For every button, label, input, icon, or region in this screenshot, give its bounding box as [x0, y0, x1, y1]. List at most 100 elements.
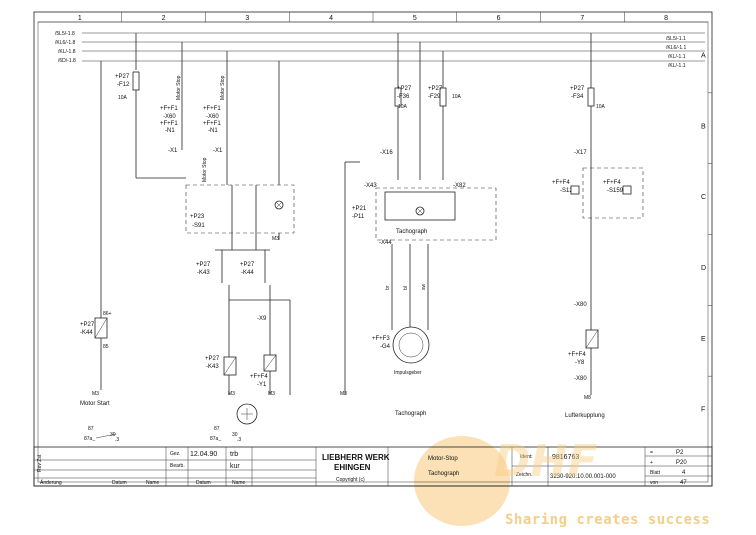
right-value-1: P20 — [676, 460, 687, 466]
valve-y8-tag: -Y8 — [575, 360, 585, 366]
caption-motor-start: Motor Start — [80, 401, 110, 407]
label-name-2: Name — [232, 480, 246, 486]
valve-y1-loc: +F+F4 — [250, 374, 268, 380]
ident-label: Ident: — [520, 454, 533, 460]
svg-text:Rev Zst: Rev Zst — [37, 454, 43, 472]
fuse-f29-rating: 10A — [452, 94, 462, 100]
svg-text:30: 30 — [110, 432, 116, 438]
company-city: EHINGEN — [334, 463, 371, 472]
column-number: 6 — [497, 15, 501, 22]
fuse-f29-tag: -F29 — [428, 94, 441, 100]
svg-text:M3: M3 — [340, 391, 347, 397]
rail-label-right: /5L5/-1.1 — [666, 36, 686, 42]
stop2-loc2: +F+F1 — [203, 121, 221, 127]
sensor-loc: +F+F3 — [372, 336, 390, 342]
row-letter: D — [701, 265, 706, 272]
fuse-f36-rating: 10A — [398, 104, 408, 110]
fuse-f12: +P27 -F12 10A — [115, 33, 186, 179]
switch-tag: -S91 — [192, 223, 205, 229]
column-number: 4 — [329, 15, 333, 22]
title-block: Gez. Bearb. 12.04.90 trb kur Änderung Da… — [33, 446, 713, 487]
right-label-1: + — [650, 460, 653, 466]
tacho-loc: +P21 — [352, 206, 367, 212]
right-label-2: Blatt — [650, 470, 661, 476]
switch-loc: +P23 — [190, 214, 205, 220]
terminal-x9: -X9 — [257, 316, 267, 322]
row-letter: C — [701, 194, 706, 201]
motor-stop-contact-1: +F+F1 -X60 +F+F1 -N1 -X1 Motor Stop — [160, 42, 183, 154]
row-letter: F — [701, 407, 705, 414]
rail-label-left: /6D/-1.8 — [58, 58, 76, 64]
fuse-f34-rating: 10A — [596, 104, 606, 110]
sw159-tag: -S159 — [607, 188, 624, 194]
svg-text:M3: M3 — [228, 391, 235, 397]
fuse-f36-loc: +P27 — [397, 86, 412, 92]
stop2-terminal: -X1 — [213, 148, 223, 154]
right-value-3: 47 — [680, 480, 687, 486]
switch-label: Motor Stop — [202, 157, 208, 182]
company-name: LIEBHERR WERK — [322, 453, 390, 462]
terminal-x17: -X17 — [574, 150, 587, 156]
label-name: Name — [146, 480, 160, 486]
stop1-terminal: -X1 — [168, 148, 178, 154]
date-value: 12.04.90 — [190, 451, 217, 458]
sw125-tag: -S125 — [560, 188, 577, 194]
fuse-f12-tag: -F12 — [117, 82, 130, 88]
rail-label-right: /KL/-1.1 — [668, 54, 686, 60]
wire-bl: bl — [403, 286, 409, 290]
drawing-number: 3230-920.10.00.001-000 — [550, 474, 616, 480]
right-label-0: = — [650, 450, 653, 456]
checked-by: kur — [230, 463, 240, 470]
sw125-loc: +F+F4 — [552, 180, 570, 186]
svg-text:87a_: 87a_ — [210, 436, 221, 442]
stop1-loc: +F+F1 — [160, 106, 178, 112]
valve-y8-loc: +F+F4 — [568, 352, 586, 358]
stop2-tag1: -X60 — [206, 114, 219, 120]
svg-text:86+: 86+ — [103, 311, 112, 317]
row-letter: A — [701, 52, 706, 59]
svg-text:M3: M3 — [272, 236, 279, 242]
terminal-x80a: -X80 — [574, 302, 587, 308]
coil-k43-loc: +P27 — [205, 356, 220, 362]
motor-start-branch: +P27 -K44 86+ 85 M3 Motor Start 87 87a_ … — [80, 61, 119, 443]
valve-y1-tag: -Y1 — [257, 382, 267, 388]
caption-tachograph: Tachograph — [395, 411, 426, 417]
right-value-2: 4 — [682, 470, 686, 476]
switch-s91: +P23 -S91 Motor Stop M3 — [185, 61, 295, 251]
stop1-loc2: +F+F1 — [160, 121, 178, 127]
wire-br: br — [385, 285, 391, 290]
label-datum: Datum — [112, 480, 127, 486]
motor-stop-contact-2: +F+F1 -X60 +F+F1 -N1 -X1 Motor Stop — [203, 51, 228, 185]
label-datum-2: Datum — [196, 480, 211, 486]
tacho-label: Tachograph — [396, 229, 427, 235]
svg-text:87a_: 87a_ — [84, 436, 95, 442]
rail-label-left: /KL/-1.8 — [58, 49, 76, 55]
svg-text:85: 85 — [103, 344, 109, 350]
column-number: 1 — [78, 15, 82, 22]
stop1-tag2: -N1 — [165, 128, 175, 134]
watermark-circle — [414, 436, 510, 526]
stop2-label: Motor Stop — [220, 75, 226, 100]
relay-k44-loc: +P27 — [240, 262, 255, 268]
relay-k43-tag: -K43 — [197, 270, 210, 276]
inner-frame — [37, 21, 709, 483]
watermark-text: Sharing creates success — [505, 512, 711, 528]
fuse-f12-loc: +P27 — [115, 74, 130, 80]
relay-k43-loc: +P27 — [196, 262, 211, 268]
right-label-3: von — [650, 480, 658, 486]
label-aenderung: Änderung — [40, 479, 62, 486]
lufterkupplung-section: +P27 -F34 10A -X17 +F+F4 -S125 +F+F4 -S1… — [552, 33, 644, 419]
terminal-x80b: -X80 — [574, 376, 587, 382]
sensor-tag: -G4 — [380, 344, 391, 350]
svg-text:87: 87 — [88, 426, 94, 432]
column-number: 7 — [580, 15, 584, 22]
terminal-x43: -X43 — [364, 183, 377, 189]
coil-k44-tag: -K44 — [80, 330, 93, 336]
coil-k43-tag: -K43 — [206, 364, 219, 370]
tachograph-section: +P27 -F36 10A +P27 -F29 10A -X16 -X43 -X… — [340, 33, 497, 417]
rail-label-left: /5L5/-1.8 — [55, 31, 75, 37]
column-number: 2 — [162, 15, 166, 22]
column-number: 3 — [245, 15, 249, 22]
